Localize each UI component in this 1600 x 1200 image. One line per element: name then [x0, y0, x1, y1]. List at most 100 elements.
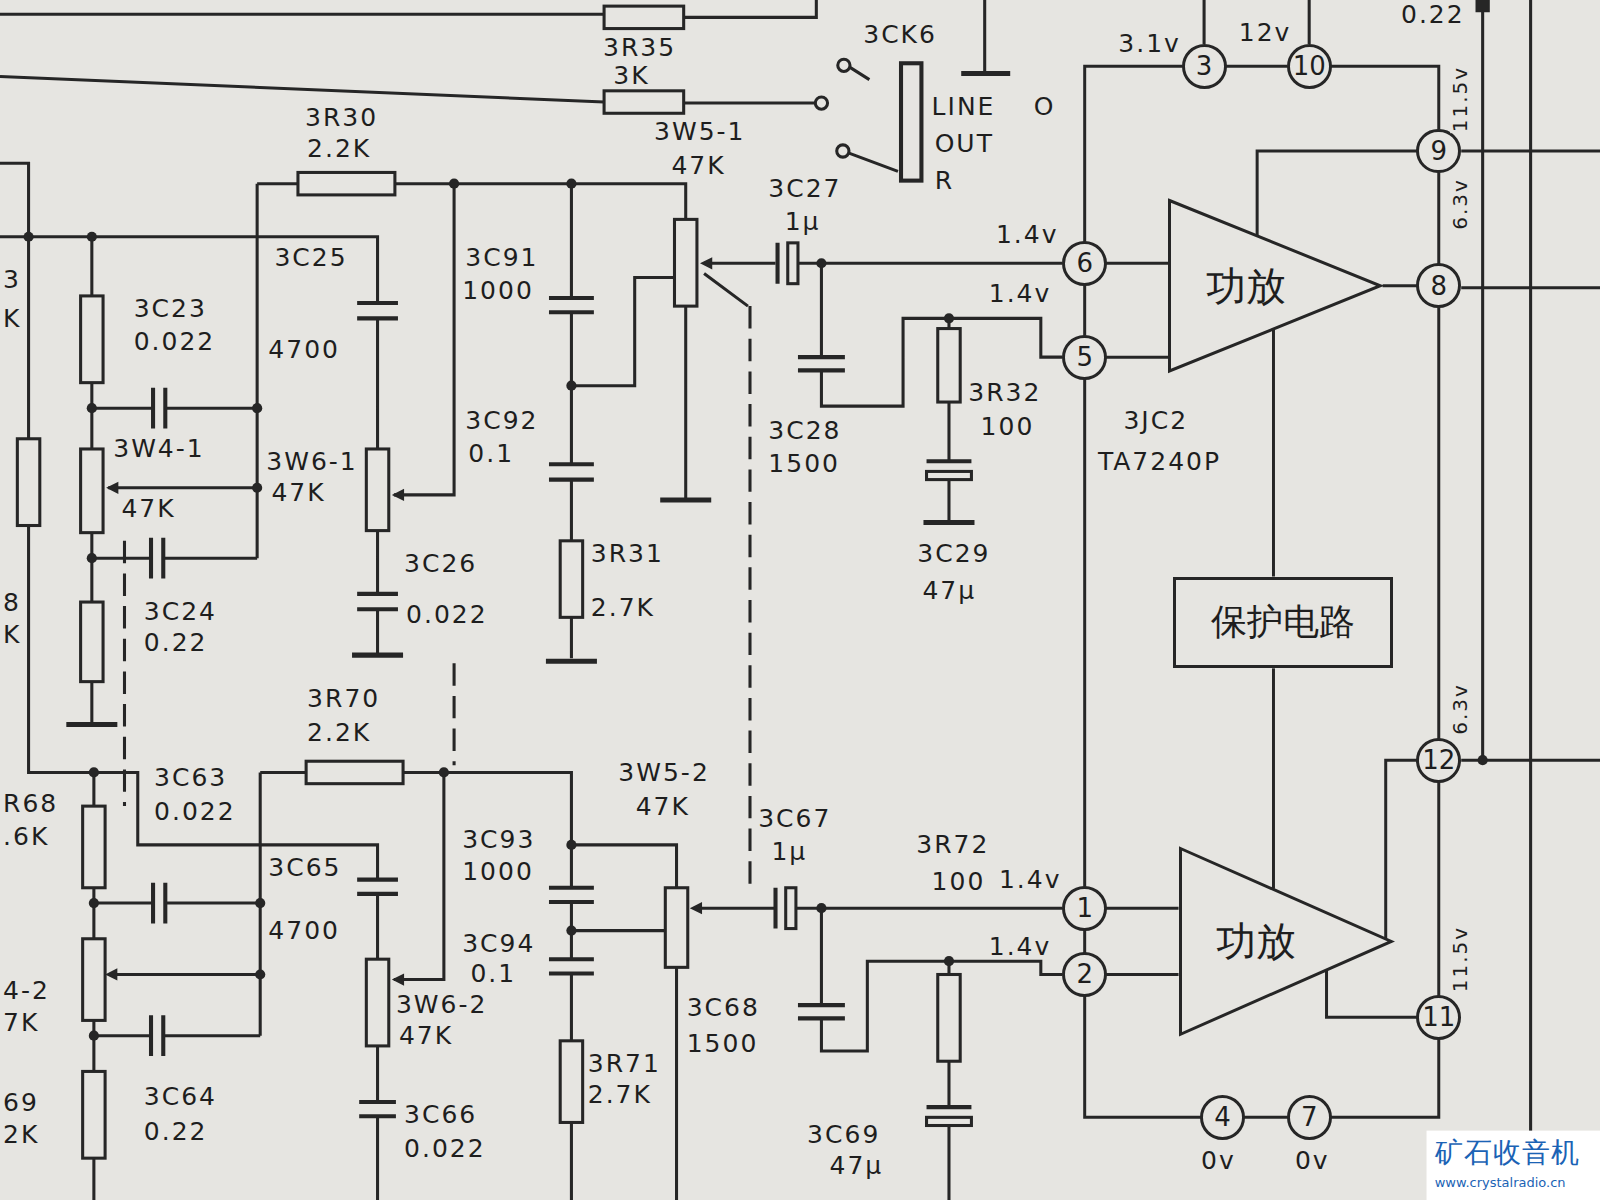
schematic-label: K [2, 622, 22, 647]
schematic-label: 0v [1294, 1148, 1331, 1173]
resistor-symbol [560, 541, 582, 618]
schematic-label: 47K [270, 480, 326, 505]
schematic-label: 3C27 [767, 176, 842, 201]
ic-wire [1383, 284, 1418, 287]
junction-dot [566, 926, 576, 936]
pin-circle: 1 [1062, 886, 1107, 931]
pin-circle: 9 [1416, 129, 1461, 174]
schematic-label: 3C28 [767, 418, 842, 443]
schematic-label: 12v [1238, 20, 1293, 45]
junction-dot [449, 179, 459, 189]
jack-contact [815, 97, 827, 109]
amplifier-outline [1180, 848, 1391, 1034]
ic-wire [1257, 151, 1417, 235]
schematic-label: 3C92 [464, 408, 539, 433]
ground-symbol [66, 73, 1010, 724]
schematic-label: 3C66 [403, 1102, 478, 1127]
schematic-label: www.crystalradio.cn [1434, 1176, 1567, 1189]
node-text: 4 [1214, 1104, 1231, 1130]
schematic-label: 3C63 [153, 765, 228, 790]
schematic-label: 3W5-1 [653, 119, 746, 144]
capacitor-plates [151, 243, 971, 1116]
node-text: 功放 [1216, 921, 1296, 961]
schematic-label: 3R35 [602, 35, 677, 60]
schematic-label: 0v [1200, 1148, 1237, 1173]
schematic-label: 2K [2, 1122, 40, 1147]
schematic-label: 6.3v [1450, 177, 1470, 231]
schematic-label: 11.5v [1450, 925, 1470, 993]
schematic-label: K [2, 306, 22, 331]
jack-body [901, 63, 921, 180]
schematic-label: 0.022 [133, 329, 217, 354]
schematic-label: 47K [635, 794, 691, 819]
gang-dashed-line [124, 306, 750, 888]
resistor-symbol [938, 329, 960, 402]
schematic-label: 0.22 [1400, 2, 1466, 27]
schematic-label: 1.4v [995, 222, 1060, 247]
resistor-symbol [306, 761, 403, 783]
schematic-label: 11.5v [1450, 65, 1470, 133]
watermark-ground [1427, 1131, 1600, 1200]
potentiometer-symbol [665, 888, 687, 968]
schematic-label: 3R70 [306, 686, 381, 711]
schematic-label: 3W4-1 [112, 436, 205, 461]
node-text: 5 [1076, 344, 1093, 370]
schematic-label: 3W5-2 [617, 760, 710, 785]
schematic-label: O [1033, 94, 1057, 119]
schematic-label: 1μ [784, 209, 822, 234]
schematic-label: 6.3v [1450, 682, 1470, 736]
schematic-label: 3R31 [590, 541, 665, 566]
ic-wire [1331, 1039, 1439, 1117]
resistor-symbol [81, 296, 103, 383]
pin-circle: 3 [1182, 44, 1227, 89]
schematic-label: 100 [980, 414, 1036, 439]
ic-wire [1083, 930, 1086, 953]
schematic-label: 3C64 [143, 1084, 218, 1109]
schematic-label: 47μ [829, 1153, 885, 1178]
ic-wire [1106, 907, 1178, 910]
schematic-label: 7K [2, 1010, 40, 1035]
schematic-label: 3C25 [273, 245, 348, 270]
resistor-symbol [81, 602, 103, 682]
pin-circle: 10 [1287, 44, 1332, 89]
ic-wire [1106, 262, 1168, 265]
node-text: 功放 [1206, 266, 1286, 306]
ic-wire [1106, 356, 1168, 359]
schematic-label: 3C94 [461, 931, 536, 956]
schematic-label: 1.4v [988, 281, 1053, 306]
electrolytic-plate [786, 888, 796, 929]
schematic-label: 47μ [921, 578, 977, 603]
junction-dot [439, 767, 449, 777]
pin-circle: 11 [1416, 995, 1461, 1040]
node-text: 9 [1430, 138, 1447, 164]
schematic-label: 3JC2 [1122, 408, 1189, 433]
circuit-wire [0, 163, 1062, 772]
ic-wire [1244, 1116, 1288, 1119]
junction-dot [87, 553, 97, 563]
schematic-label: 3C26 [403, 551, 478, 576]
junction-dot [87, 232, 97, 242]
resistor-symbol [560, 1041, 582, 1123]
wiper-arrow [105, 257, 712, 986]
resistor-symbol [298, 172, 395, 194]
node-text: 6 [1076, 250, 1093, 276]
potentiometer-symbol [366, 959, 388, 1046]
schematic-label: 3C23 [133, 296, 208, 321]
schematic-label: 3W6-1 [265, 449, 358, 474]
jack-contact [837, 145, 849, 157]
schematic-label: 3C93 [461, 827, 536, 852]
schematic-label: R [934, 168, 955, 193]
schematic-label: 1000 [461, 278, 535, 303]
junction-dot [89, 767, 99, 777]
schematic-label: 2.7K [590, 595, 656, 620]
schematic-label: 3CK6 [862, 22, 938, 47]
schematic-label: 0.22 [143, 630, 209, 655]
pin-circle: 6 [1062, 241, 1107, 286]
resistor-symbol [604, 6, 684, 28]
schematic-label: 3K [612, 63, 650, 88]
schematic-label: 3C69 [806, 1122, 881, 1147]
ic-wire [1437, 307, 1440, 739]
potentiometer-symbol [83, 939, 105, 1021]
ic-wire [1327, 971, 1418, 1018]
